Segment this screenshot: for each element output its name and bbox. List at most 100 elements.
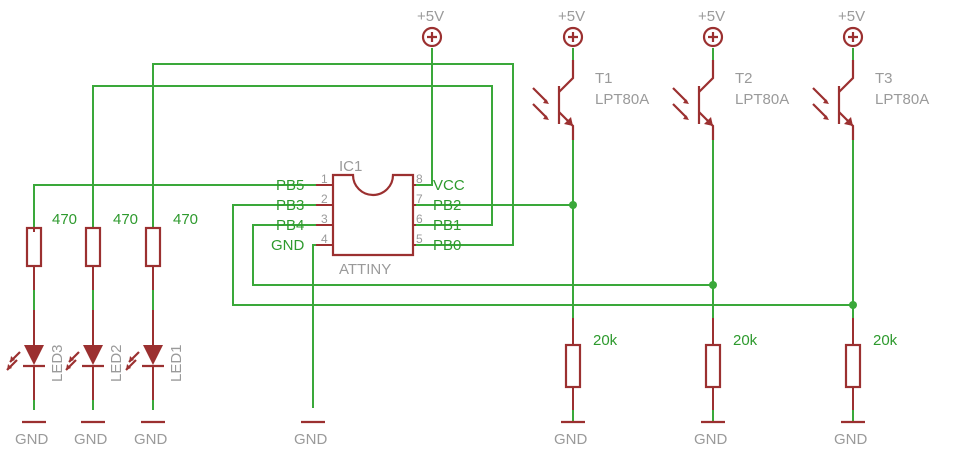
- plus-circle-icon: [702, 26, 724, 48]
- ground-led3: GND: [15, 420, 49, 448]
- resistor-icon: [84, 226, 102, 268]
- junction-t3: [849, 301, 857, 309]
- resistor-t1-pulldown: 20k: [564, 318, 618, 410]
- emitter-arrow-icon: [844, 117, 853, 126]
- pulldown-resistors: 20k 20k 20k: [564, 318, 898, 410]
- wire-ic-vcc: [416, 48, 433, 186]
- ground-label: GND: [834, 431, 868, 448]
- supply-label: +5V: [417, 8, 444, 25]
- wire-ic-gnd: [312, 244, 316, 408]
- wire-pb5: [33, 184, 316, 228]
- ic-body: [331, 173, 415, 257]
- transistor-name: T2: [735, 70, 753, 87]
- pin-num-5: 5: [416, 232, 423, 246]
- resistor-led2: 470: [84, 211, 138, 290]
- ic-value: ATTINY: [339, 261, 391, 278]
- supply-ic-vcc: +5V: [417, 8, 444, 48]
- ground-label: GND: [74, 431, 108, 448]
- resistor-value: 470: [113, 211, 138, 228]
- resistor-t3-pulldown: 20k: [844, 318, 898, 410]
- pin-name-pb1: PB1: [433, 217, 461, 234]
- ic-name: IC1: [339, 158, 362, 175]
- led-name: LED2: [108, 344, 125, 382]
- pin-name-pb2: PB2: [433, 197, 461, 214]
- light-arrow-icon: [812, 87, 828, 119]
- supply-t2-vcc: +5V: [698, 8, 725, 48]
- ic1: IC1 ATTINY PB5 PB3 PB4 GND 1 2 3 4 VCC P…: [271, 158, 465, 278]
- wire-pb4: [252, 224, 713, 286]
- leds: LED3 LED2 LED1: [6, 310, 185, 400]
- pin-num-4: 4: [321, 232, 328, 246]
- resistor-t2-pulldown: 20k: [704, 318, 758, 410]
- led-triangle-icon: [83, 345, 103, 365]
- resistor-icon: [844, 343, 862, 389]
- ground-ic: GND: [294, 420, 328, 448]
- light-arrow-icon: [672, 87, 688, 119]
- resistor-icon: [144, 226, 162, 268]
- ground-r-t3: GND: [834, 420, 868, 448]
- collector-lead: [838, 60, 855, 93]
- wire-pb3: [232, 204, 853, 306]
- led-triangle-icon: [24, 345, 44, 365]
- ground-label: GND: [554, 431, 588, 448]
- pin-num-8: 8: [416, 172, 423, 186]
- phototransistors: T1 LPT80A T2 LPT80A T3 LPT80A: [532, 60, 929, 140]
- pin-num-7: 7: [416, 192, 423, 206]
- led-resistors: 470 470 470: [25, 211, 198, 290]
- led2: LED2: [65, 310, 125, 400]
- emitter-lead: [698, 111, 715, 140]
- resistor-value: 20k: [873, 332, 898, 349]
- pin-num-3: 3: [321, 212, 328, 226]
- transistor-t2: T2 LPT80A: [672, 60, 789, 140]
- led-name: LED1: [168, 344, 185, 382]
- junctions: [569, 201, 857, 309]
- supply-t3-vcc: +5V: [838, 8, 865, 48]
- pin-num-1: 1: [321, 172, 328, 186]
- pin-num-2: 2: [321, 192, 328, 206]
- emitter-arrow-icon: [704, 117, 713, 126]
- plus-circle-icon: [562, 26, 584, 48]
- ic-left-pins: [316, 184, 333, 246]
- resistor-led1: 470: [144, 211, 198, 290]
- pin-name-pb0: PB0: [433, 237, 461, 254]
- resistor-icon: [564, 343, 582, 389]
- resistor-value: 470: [52, 211, 77, 228]
- transistor-value: LPT80A: [735, 91, 789, 108]
- junction-t1: [569, 201, 577, 209]
- led3: LED3: [6, 310, 66, 400]
- resistor-icon: [704, 343, 722, 389]
- resistor-value: 470: [173, 211, 198, 228]
- pin-name-pb5: PB5: [276, 177, 304, 194]
- wires: [33, 48, 854, 422]
- transistor-value: LPT80A: [595, 91, 649, 108]
- transistor-name: T1: [595, 70, 613, 87]
- emitter-lead: [838, 111, 855, 140]
- pin-name-pb3: PB3: [276, 197, 304, 214]
- pin-name-gnd: GND: [271, 237, 305, 254]
- ground-led2: GND: [74, 420, 108, 448]
- transistor-name: T3: [875, 70, 893, 87]
- ground-r-t2: GND: [694, 420, 728, 448]
- ground-r-t1: GND: [554, 420, 588, 448]
- led-triangle-icon: [143, 345, 163, 365]
- led-name: LED3: [49, 344, 66, 382]
- ic-right-pins: [413, 184, 416, 246]
- ground-label: GND: [134, 431, 168, 448]
- ground-label: GND: [15, 431, 49, 448]
- resistor-value: 20k: [593, 332, 618, 349]
- led1: LED1: [125, 310, 185, 400]
- resistor-value: 20k: [733, 332, 758, 349]
- resistor-led3: 470: [25, 211, 77, 290]
- supply-symbols: +5V +5V +5V +5V: [417, 8, 865, 48]
- emitter-lead: [558, 111, 575, 140]
- ground-label: GND: [294, 431, 328, 448]
- collector-lead: [698, 60, 715, 93]
- ground-symbols: GND GND GND GND GND GND GND: [15, 420, 868, 448]
- ground-label: GND: [694, 431, 728, 448]
- plus-circle-icon: [421, 26, 443, 48]
- collector-lead: [558, 60, 575, 93]
- transistor-t1: T1 LPT80A: [532, 60, 649, 140]
- supply-label: +5V: [558, 8, 585, 25]
- junction-t2: [709, 281, 717, 289]
